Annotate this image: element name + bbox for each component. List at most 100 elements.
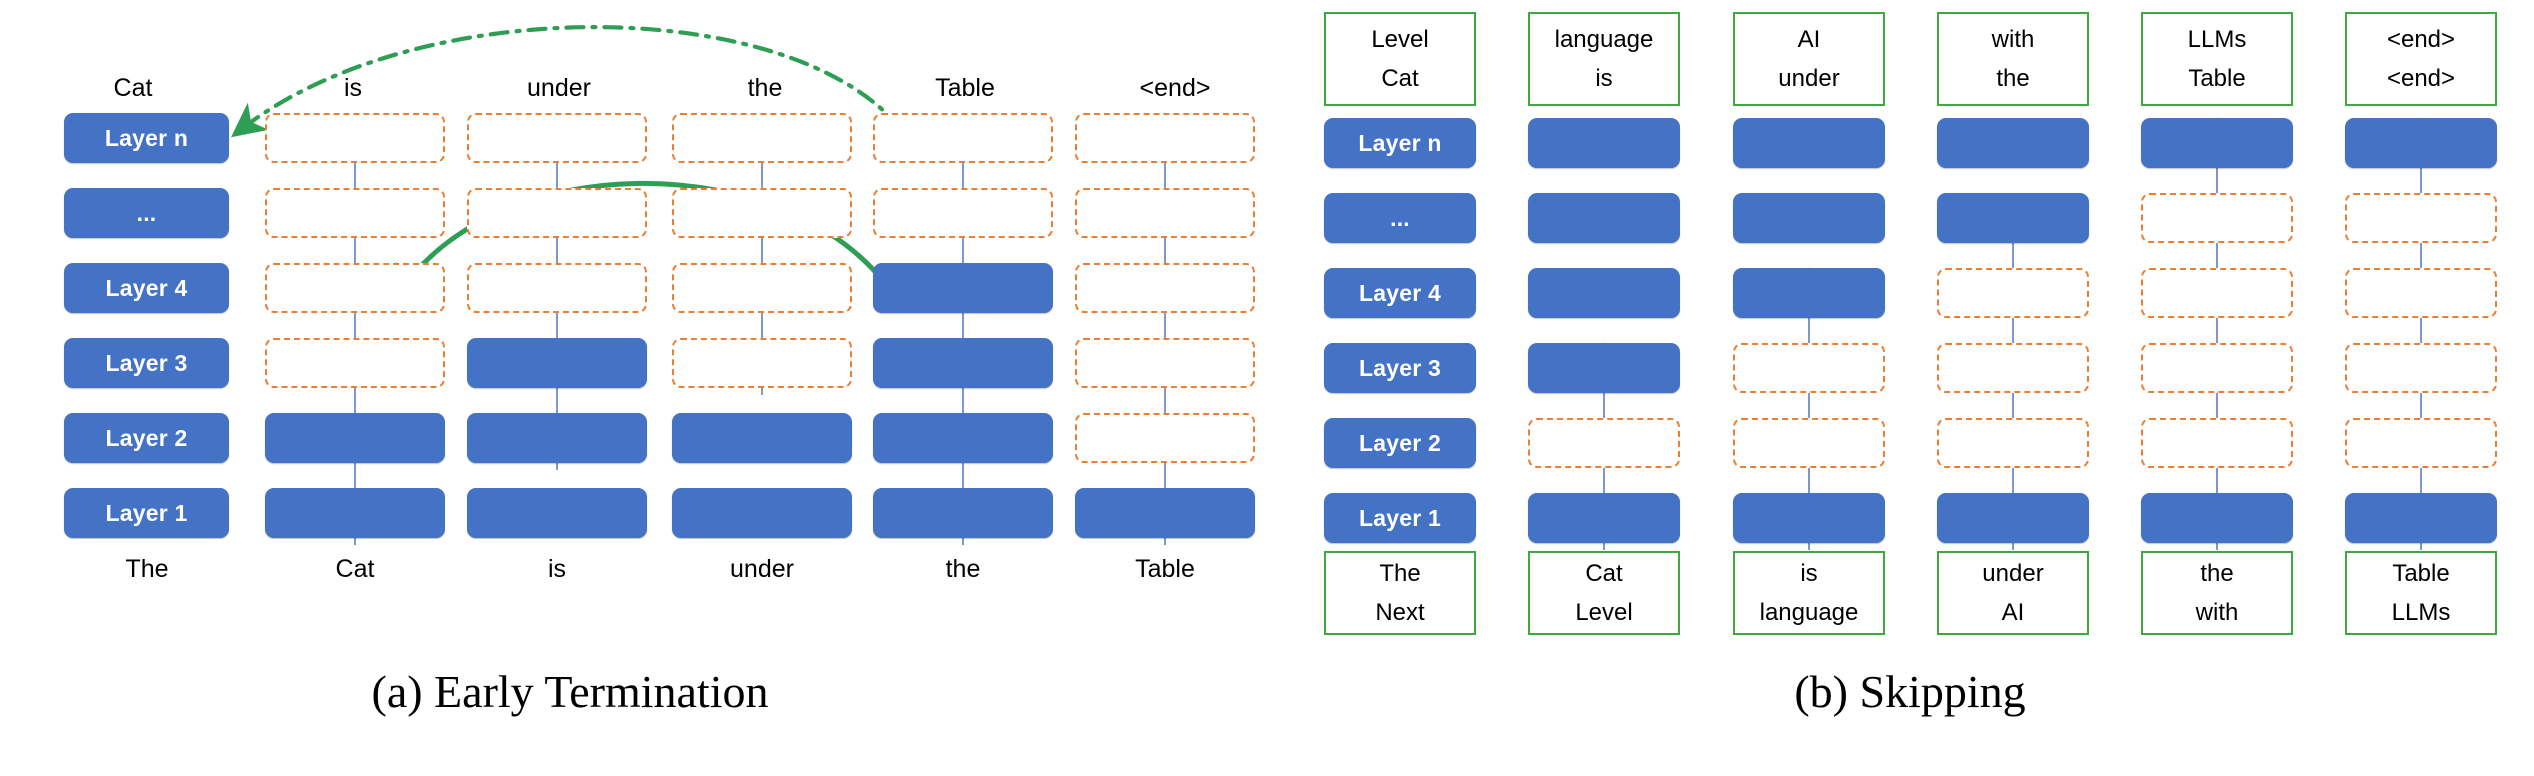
layer-label-a-1: ... xyxy=(64,188,229,238)
cell-b-l1-c4 xyxy=(2345,493,2497,543)
cell-a-ld-c3 xyxy=(873,188,1053,238)
cell-a-l3-c3 xyxy=(873,338,1053,388)
cell-b-l3-c0 xyxy=(1528,343,1680,393)
cell-a-l1-c0 xyxy=(265,488,445,538)
cell-b-l2-c2 xyxy=(1937,418,2089,468)
cell-a-ld-c2 xyxy=(672,188,852,238)
top-token-b-4-line1: LLMs xyxy=(2187,25,2247,53)
top-token-a-1: is xyxy=(343,74,363,102)
cell-b-l3-c4 xyxy=(2345,343,2497,393)
cell-a-l3-c0 xyxy=(265,338,445,388)
bottom-token-b-5-line2: LLMs xyxy=(2391,598,2451,626)
cell-b-l2-c4 xyxy=(2345,418,2497,468)
bottom-token-a-4: the xyxy=(945,555,981,583)
bottom-token-box-b-4: the with xyxy=(2141,551,2293,635)
top-token-b-1-line2: is xyxy=(1595,64,1613,92)
panel-skipping: Level Cat language is AI under with the … xyxy=(1300,0,2534,776)
panel-early-termination: Cat is under the Table <end> Layer n ...… xyxy=(64,25,1255,717)
bottom-token-b-5-line1: Table xyxy=(2392,559,2450,587)
cell-a-l4-c1 xyxy=(467,263,647,313)
top-token-a-5: <end> xyxy=(1139,74,1211,102)
cell-b-l2-c0 xyxy=(1528,418,1680,468)
cell-a-ln-c2 xyxy=(672,113,852,163)
cell-a-l4-c4 xyxy=(1075,263,1255,313)
bottom-token-a-1: Cat xyxy=(335,555,375,583)
cell-b-l1-c3 xyxy=(2141,493,2293,543)
bottom-token-b-4-line2: with xyxy=(2195,598,2239,626)
cell-b-l1-c2 xyxy=(1937,493,2089,543)
cell-a-ln-c1 xyxy=(467,113,647,163)
cell-b-ln-c4 xyxy=(2345,118,2497,168)
layer-label-a-5: Layer 1 xyxy=(64,488,229,538)
top-token-box-b-5: <end> <end> xyxy=(2345,12,2497,106)
top-token-b-1-line1: language xyxy=(1554,25,1654,53)
cell-a-l1-c1 xyxy=(467,488,647,538)
layer-label-b-5: Layer 1 xyxy=(1324,493,1476,543)
cell-a-ld-c1 xyxy=(467,188,647,238)
cell-a-l1-c3 xyxy=(873,488,1053,538)
cell-a-l3-c1 xyxy=(467,338,647,388)
cell-a-l3-c4 xyxy=(1075,338,1255,388)
cell-a-ld-c4 xyxy=(1075,188,1255,238)
layer-label-a-3: Layer 3 xyxy=(64,338,229,388)
bottom-token-box-b-2: is language xyxy=(1733,551,1885,635)
cell-a-l4-c0 xyxy=(265,263,445,313)
bottom-token-b-4-line1: the xyxy=(2200,559,2234,587)
cell-b-l4-c4 xyxy=(2345,268,2497,318)
cell-a-l3-c2 xyxy=(672,338,852,388)
cell-b-l1-c1 xyxy=(1733,493,1885,543)
top-token-a-0: Cat xyxy=(113,74,153,102)
layer-label-a-0: Layer n xyxy=(64,113,229,163)
cell-a-ln-c4 xyxy=(1075,113,1255,163)
cell-b-l3-c1 xyxy=(1733,343,1885,393)
cell-a-l2-c3 xyxy=(873,413,1053,463)
bottom-token-box-b-5: Table LLMs xyxy=(2345,551,2497,635)
bottom-token-box-b-3: under AI xyxy=(1937,551,2089,635)
cell-b-ln-c1 xyxy=(1733,118,1885,168)
top-token-b-0-line2: Cat xyxy=(1381,64,1419,92)
top-token-a-4: Table xyxy=(935,74,995,102)
bottom-token-a-3: under xyxy=(730,555,794,583)
cell-b-l4-c1 xyxy=(1733,268,1885,318)
cell-b-ln-c2 xyxy=(1937,118,2089,168)
cell-a-l4-c3 xyxy=(873,263,1053,313)
cell-a-l4-c2 xyxy=(672,263,852,313)
bottom-token-b-1-line2: Level xyxy=(1575,598,1633,626)
bottom-token-b-3-line2: AI xyxy=(2001,598,2025,626)
top-token-box-b-0: Level Cat xyxy=(1324,12,1476,106)
cell-a-l2-c2 xyxy=(672,413,852,463)
bottom-token-b-3-line1: under xyxy=(1982,559,2044,587)
layer-label-a-2: Layer 4 xyxy=(64,263,229,313)
cell-a-l1-c2 xyxy=(672,488,852,538)
cell-b-ld-c3 xyxy=(2141,193,2293,243)
bottom-token-a-5: Table xyxy=(1135,555,1195,583)
cell-b-l2-c3 xyxy=(2141,418,2293,468)
cell-b-l4-c2 xyxy=(1937,268,2089,318)
layer-label-b-4: Layer 2 xyxy=(1324,418,1476,468)
top-token-b-5-line2: <end> xyxy=(2386,64,2456,92)
cell-a-l2-c1 xyxy=(467,413,647,463)
layer-label-a-4: Layer 2 xyxy=(64,413,229,463)
top-token-b-2-line1: AI xyxy=(1797,25,1821,53)
top-token-b-3-line1: with xyxy=(1991,25,2035,53)
top-token-b-2-line2: under xyxy=(1778,64,1840,92)
bottom-token-b-2-line1: is xyxy=(1800,559,1818,587)
cell-b-ld-c4 xyxy=(2345,193,2497,243)
top-token-b-5-line1: <end> xyxy=(2386,25,2456,53)
bottom-token-b-1-line1: Cat xyxy=(1585,559,1623,587)
cell-a-ln-c0 xyxy=(265,113,445,163)
cell-b-l4-c0 xyxy=(1528,268,1680,318)
top-token-a-3: the xyxy=(747,74,783,102)
bottom-token-b-0-line2: Next xyxy=(1375,598,1425,626)
layer-label-b-1: ... xyxy=(1324,193,1476,243)
cell-a-ln-c3 xyxy=(873,113,1053,163)
top-token-b-3-line2: the xyxy=(1996,64,2030,92)
panel-b-caption: (b) Skipping xyxy=(1794,666,2026,717)
cell-b-ln-c3 xyxy=(2141,118,2293,168)
cell-b-l1-c0 xyxy=(1528,493,1680,543)
top-token-box-b-2: AI under xyxy=(1733,12,1885,106)
cell-b-l2-c1 xyxy=(1733,418,1885,468)
bottom-token-b-0-line1: The xyxy=(1379,559,1421,587)
cell-b-ld-c0 xyxy=(1528,193,1680,243)
bottom-token-box-b-0: The Next xyxy=(1324,551,1476,635)
